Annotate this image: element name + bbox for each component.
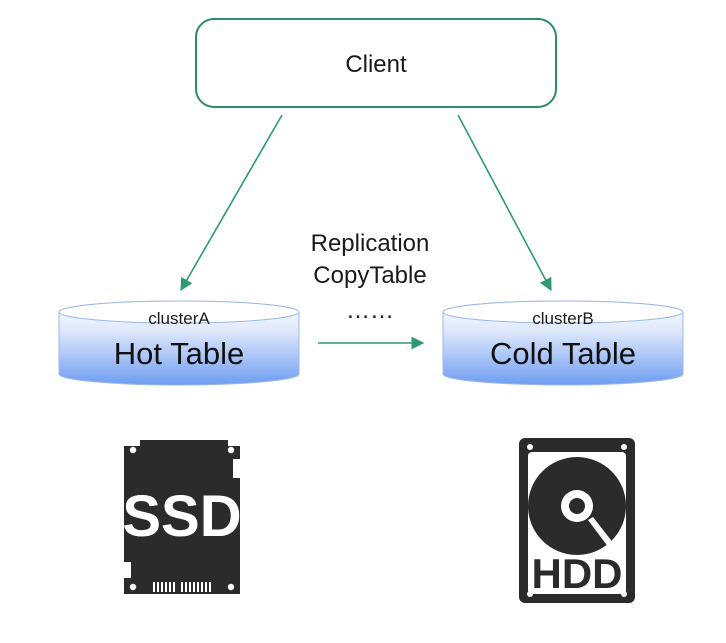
ssd-label: SSD <box>122 484 241 549</box>
ellipsis-label: …… <box>346 297 394 324</box>
cluster-a-label: clusterA <box>148 309 210 328</box>
client-box <box>195 18 557 108</box>
ssd-body-icon <box>124 440 240 594</box>
ssd-connector-icon <box>153 582 211 592</box>
hdd-device: HDD <box>519 438 635 603</box>
hdd-spindle-icon <box>569 498 585 514</box>
ssd-screw-icon <box>129 583 137 591</box>
hdd-label: HDD <box>532 550 623 597</box>
cluster-a-node: clusterA Hot Table <box>58 300 300 386</box>
copytable-label: CopyTable <box>313 262 426 289</box>
cluster-b-label: clusterB <box>532 309 593 328</box>
cluster-b-node: clusterB Cold Table <box>442 300 684 386</box>
ssd-screw-icon <box>227 446 235 454</box>
hdd-screw-icon <box>621 444 627 450</box>
cluster-a-cylinder-top <box>58 300 300 324</box>
cluster-a-table-label: Hot Table <box>114 336 244 371</box>
cluster-b-cylinder-top <box>442 300 684 324</box>
ssd-device: SSD <box>122 440 242 594</box>
hdd-screw-icon <box>527 444 533 450</box>
client-to-clusterA-arrow <box>180 114 283 292</box>
ssd-screw-icon <box>227 583 235 591</box>
client-label: Client <box>345 51 407 78</box>
ssd-screw-icon <box>129 446 137 454</box>
client-to-clusterB-arrow <box>457 114 552 292</box>
hdd-read-arm-icon <box>588 517 614 548</box>
replication-label: Replication <box>311 230 430 257</box>
replication-edge: Replication CopyTable …… <box>311 230 430 350</box>
client-node: Client <box>195 18 557 108</box>
cluster-b-table-label: Cold Table <box>490 336 636 371</box>
